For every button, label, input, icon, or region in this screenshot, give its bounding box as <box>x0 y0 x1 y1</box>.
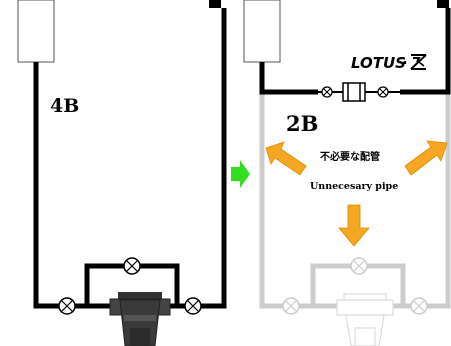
left-valve-2 <box>184 297 202 315</box>
logo-text: LOTUS <box>351 54 406 72</box>
left-bypass-pipe <box>84 263 180 306</box>
right-tank-right <box>437 0 449 8</box>
left-valve-1 <box>58 297 76 315</box>
right-label-2b: 2B <box>286 111 318 136</box>
left-tank-right <box>209 0 221 8</box>
right-inline-assembly <box>318 82 400 102</box>
annotation-japanese: 不必要な配管 <box>320 150 380 163</box>
left-tank-left <box>17 0 55 63</box>
lotus-logo: LOTUS · <box>351 54 427 72</box>
right-valve-bypass <box>350 257 368 275</box>
left-label-4b: 4B <box>50 95 79 117</box>
left-strainer-icon <box>109 292 171 346</box>
orange-arrow-down-icon <box>338 204 370 247</box>
lotus-mark-icon <box>410 54 427 70</box>
right-valve-1 <box>282 297 300 315</box>
right-unnecessary-pipe <box>259 92 451 309</box>
orange-arrow-right-icon <box>404 140 448 176</box>
left-valve-bypass <box>123 257 141 275</box>
orange-arrow-left-icon <box>265 141 307 176</box>
right-new-pipe <box>259 8 451 95</box>
left-system-4b: 4B <box>17 0 227 346</box>
inline-strainer-icon <box>342 82 366 102</box>
right-tank-left <box>243 0 281 63</box>
right-valve-2 <box>410 297 428 315</box>
right-system-2b: LOTUS · <box>243 0 451 346</box>
logo-dot: · <box>402 54 408 72</box>
green-arrow-icon <box>231 160 250 188</box>
right-strainer-icon <box>336 293 394 346</box>
annotation-english: Unnecesary pipe <box>310 181 398 192</box>
